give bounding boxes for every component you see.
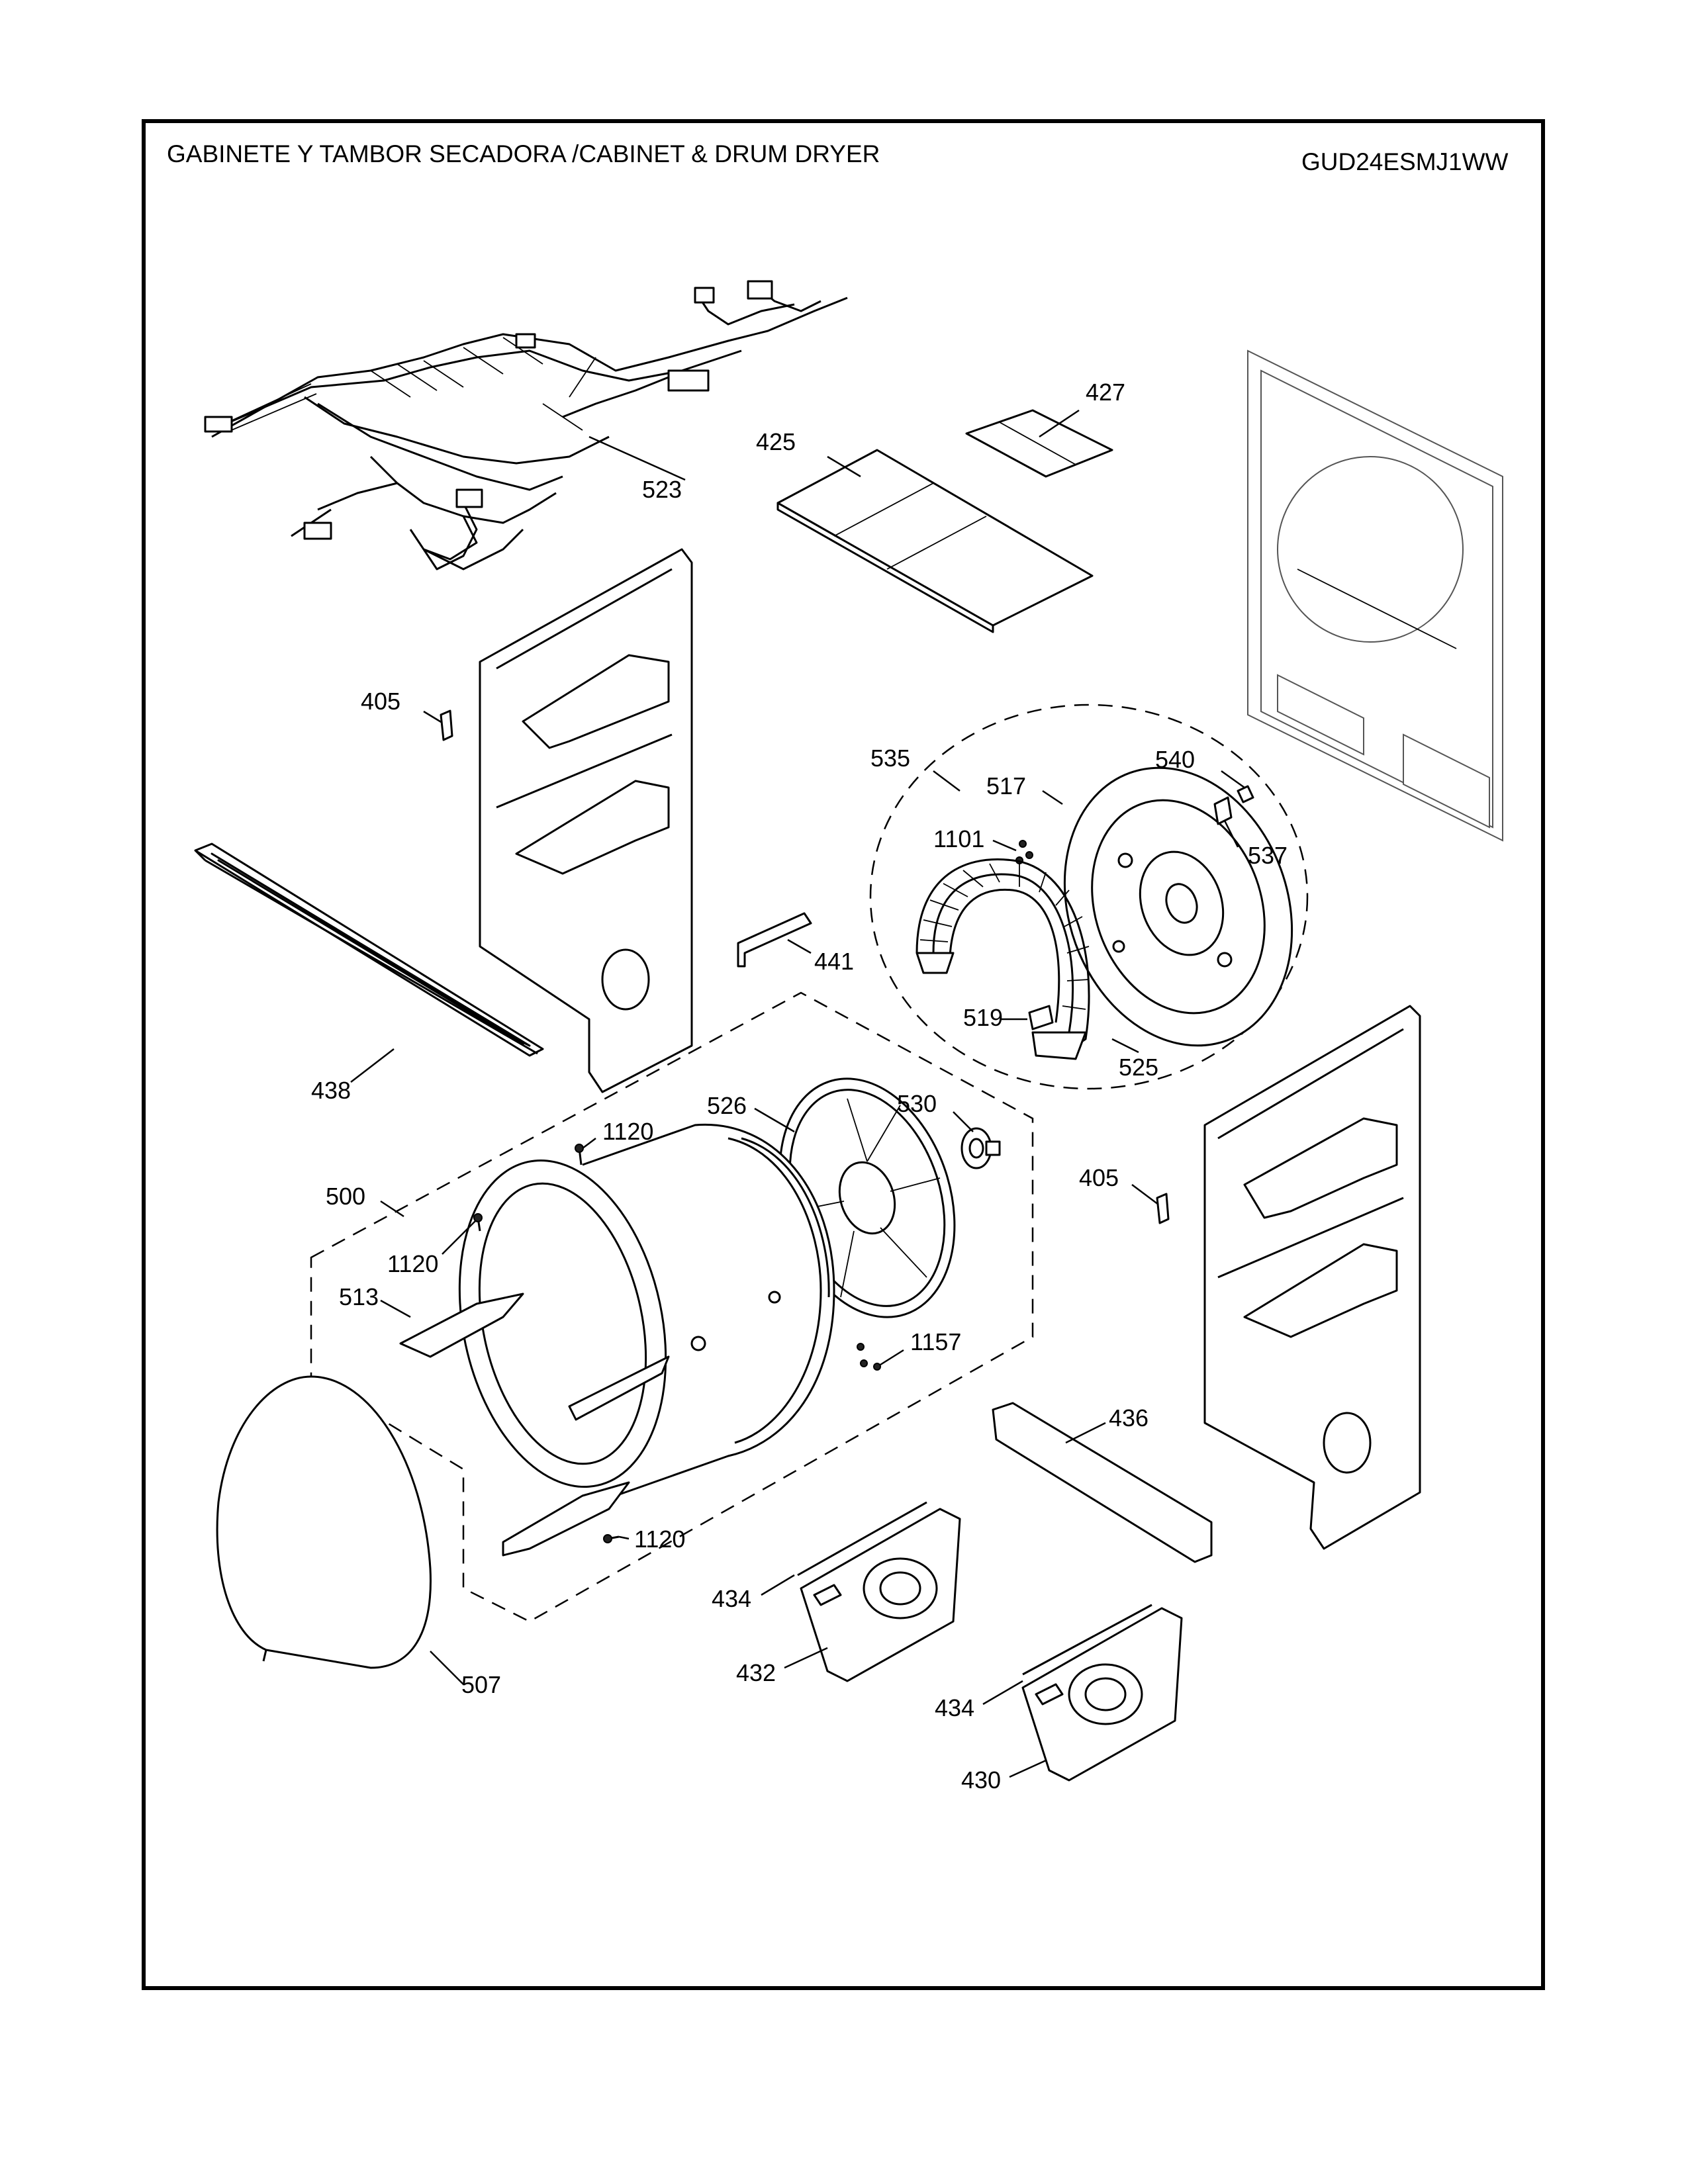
part-427-pad: [965, 409, 1113, 478]
callout-530: 530: [897, 1090, 937, 1117]
callout-430: 430: [961, 1766, 1001, 1794]
part-525-heater-duct: [915, 858, 1090, 1060]
callout-labels: 523 427 425 405 535 540 517 537 1101 441…: [311, 379, 1288, 1794]
part-1120-screws: [473, 1144, 620, 1543]
callout-434-lower: 434: [935, 1694, 974, 1721]
callout-434-upper: 434: [712, 1585, 751, 1612]
part-425-top-sheet: [776, 449, 1094, 633]
part-434-rod-lower: [1022, 1604, 1152, 1676]
group-500-boundary: [310, 991, 1034, 1623]
callout-525: 525: [1119, 1054, 1158, 1081]
part-434-rod-upper: [797, 1501, 927, 1576]
callout-517: 517: [986, 772, 1026, 799]
callout-438: 438: [311, 1077, 351, 1104]
callout-436: 436: [1109, 1404, 1149, 1432]
rear-panel: [1247, 349, 1503, 842]
callout-427: 427: [1086, 379, 1125, 406]
part-432-bracket: [800, 1508, 961, 1682]
callout-441: 441: [814, 948, 854, 975]
callout-1120-top: 1120: [602, 1118, 653, 1145]
callout-507: 507: [461, 1671, 501, 1698]
callout-523: 523: [642, 476, 682, 503]
model-number: GUD24ESMJ1WW: [1301, 148, 1509, 175]
left-side-panel: [479, 548, 693, 1093]
part-507-seal: [216, 1375, 432, 1669]
part-500-drum: [458, 1123, 835, 1497]
callout-535: 535: [870, 745, 910, 772]
part-405-clip-left: [440, 709, 453, 741]
right-side-panel: [1203, 1005, 1421, 1550]
part-513-lifter: [399, 1293, 670, 1557]
callout-537: 537: [1248, 842, 1288, 869]
part-519-bracket: [1028, 1005, 1054, 1030]
callout-1120-mid: 1120: [387, 1250, 438, 1277]
group-535-boundary: [869, 704, 1309, 1090]
part-540-clip: [1237, 785, 1254, 803]
part-405-clip-right: [1156, 1193, 1170, 1224]
callout-526: 526: [707, 1092, 747, 1119]
part-430-bracket: [1021, 1607, 1183, 1782]
part-1101-screws: [1015, 840, 1033, 864]
part-436-strip: [992, 1402, 1213, 1563]
callout-405-right: 405: [1079, 1164, 1119, 1191]
callout-1120-bottom: 1120: [634, 1525, 685, 1553]
pad-seam: [999, 422, 1076, 465]
callout-513: 513: [339, 1283, 379, 1310]
callout-405-left: 405: [361, 688, 400, 715]
callout-519: 519: [963, 1004, 1003, 1031]
part-438-frame: [194, 842, 544, 1057]
callout-540: 540: [1155, 746, 1195, 773]
callout-432: 432: [736, 1659, 776, 1686]
callout-1157: 1157: [910, 1328, 961, 1355]
part-523-wire-harness: [204, 280, 848, 570]
part-530-bearing: [961, 1127, 1001, 1169]
leader-lines: [350, 409, 1245, 1778]
callout-425: 425: [756, 428, 796, 455]
diagram-frame: [142, 119, 1545, 1990]
diagram-title: GABINETE Y TAMBOR SECADORA /CABINET & DR…: [167, 140, 880, 167]
part-1157-screws: [857, 1343, 881, 1371]
callout-500: 500: [326, 1183, 365, 1210]
part-441-bracket: [737, 912, 812, 968]
part-537-sensor: [1213, 796, 1233, 825]
part-517-back-plate: [1063, 766, 1293, 1047]
callout-1101: 1101: [933, 825, 984, 852]
